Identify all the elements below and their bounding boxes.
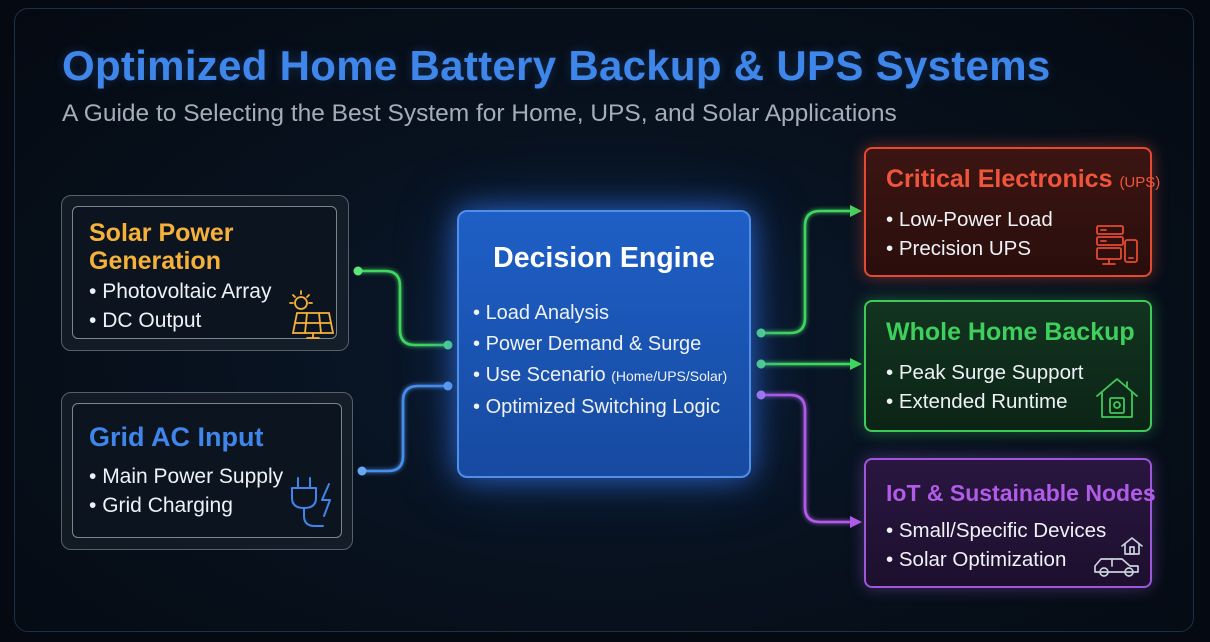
iot-arrowhead [850,516,862,528]
grid-connector-dot [357,466,367,476]
home-list: Peak Surge Support Extended Runtime [886,358,1084,416]
engine-title: Decision Engine [493,242,715,274]
critical-title: Critical Electronics (UPS) [886,165,1160,194]
page-title: Optimized Home Battery Backup & UPS Syst… [62,42,1051,89]
critical-item-low-power: Low-Power Load [886,205,1053,234]
computer-devices-icon [1096,225,1138,265]
iot-sustainable-nodes-card: IoT & Sustainable Nodes Small/Specific D… [864,458,1156,588]
solar-title-line2: Generation [89,247,221,275]
grid-engine-dot [443,381,453,391]
solar-title-line1: Solar Power [89,219,234,247]
solar-title: Solar Power Generation [89,219,234,275]
iot-item-solar: Solar Optimization [886,545,1106,574]
engine-item-demand: Power Demand & Surge [473,329,727,360]
home-arrowhead [850,358,862,370]
home-title: Whole Home Backup [886,318,1135,346]
iot-list: Small/Specific Devices Solar Optimizatio… [886,516,1106,574]
critical-arrowhead [850,205,862,217]
engine-to-critical-line [761,209,852,335]
critical-item-precision: Precision UPS [886,234,1053,263]
whole-home-backup-card: Whole Home Backup Peak Surge Support Ext… [864,300,1152,432]
engine-to-iot-line [761,393,852,524]
solar-engine-dot [443,340,453,350]
grid-input-panel: Grid AC Input Main Power Supply Grid Cha… [72,403,342,538]
solar-connector-dot [353,266,363,276]
grid-to-engine-line [362,384,448,473]
grid-title: Grid AC Input [89,422,264,452]
solar-item-pv: Photovoltaic Array [89,277,271,306]
solar-item-dc: DC Output [89,306,271,335]
critical-title-note: (UPS) [1119,174,1161,191]
engine-item-scenario-label: Use Scenario [485,364,606,386]
engine-out-dot-3 [756,390,766,400]
engine-item-switching: Optimized Switching Logic [473,392,727,423]
grid-item-main: Main Power Supply [89,462,283,491]
grid-list: Main Power Supply Grid Charging [89,462,283,520]
solar-list: Photovoltaic Array DC Output [89,277,271,335]
critical-electronics-card: Critical Electronics (UPS) Low-Power Loa… [864,147,1160,277]
engine-out-dot-1 [756,328,766,338]
home-item-surge: Peak Surge Support [886,358,1084,387]
critical-list: Low-Power Load Precision UPS [886,205,1053,263]
engine-out-dot-2 [756,359,766,369]
grid-item-charging: Grid Charging [89,491,283,520]
home-item-runtime: Extended Runtime [886,387,1084,416]
solar-input-panel: Solar Power Generation Photovoltaic Arra… [72,206,337,339]
engine-scenario-note: (Home/UPS/Solar) [611,368,728,384]
engine-item-scenario: Use Scenario (Home/UPS/Solar) [473,360,728,392]
engine-list: Load Analysis Power Demand & Surge Use S… [473,298,728,423]
grid-input-card: Grid AC Input Main Power Supply Grid Cha… [61,392,353,550]
decision-engine-card: Decision Engine Load Analysis Power Dema… [457,210,751,478]
power-plug-icon [291,477,331,527]
page-subtitle: A Guide to Selecting the Best System for… [62,100,897,127]
solar-panel-icon [289,290,335,339]
car-home-icon [1094,537,1143,577]
critical-title-text: Critical Electronics [886,165,1113,193]
engine-item-load: Load Analysis [473,298,727,329]
home-battery-icon [1096,378,1138,418]
iot-title: IoT & Sustainable Nodes [886,480,1156,506]
solar-to-engine-line [358,269,448,347]
iot-item-devices: Small/Specific Devices [886,516,1106,545]
solar-input-card: Solar Power Generation Photovoltaic Arra… [61,195,349,351]
